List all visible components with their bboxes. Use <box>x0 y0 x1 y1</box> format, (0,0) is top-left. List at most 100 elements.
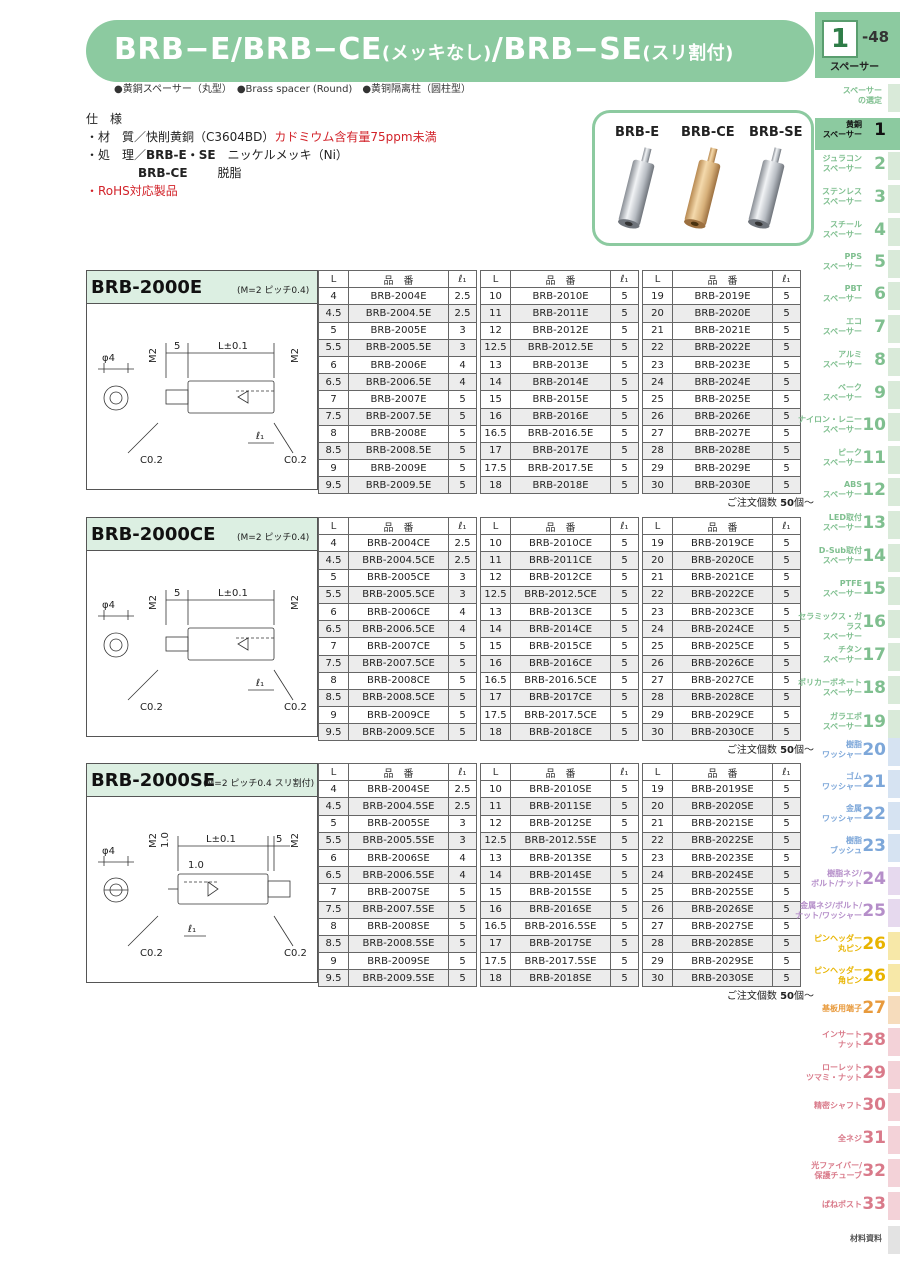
nav-item[interactable]: 基板用端子 27 <box>815 996 900 1028</box>
nav-item[interactable]: ジュラコンスペーサー 2 <box>815 152 900 184</box>
nav-item[interactable]: ベークスペーサー 9 <box>815 381 900 413</box>
nav-item[interactable]: ステンレススペーサー 3 <box>815 185 900 217</box>
section-drawing: φ4 M2 1.0 M2 5 L±0.1 1.0 C0.2 C0.2 ℓ₁ <box>86 796 318 983</box>
nav-item[interactable]: ゴムワッシャー 21 <box>815 770 900 802</box>
label-phi: φ4 <box>102 846 115 857</box>
col-gap <box>638 603 643 621</box>
col-gap <box>476 883 481 901</box>
cell-length: 9 <box>318 706 349 725</box>
nav-item[interactable]: 材料資料 <box>815 1226 900 1258</box>
nav-number: 18 <box>862 678 886 698</box>
nav-item[interactable]: 樹脂ネジ/ボルト/ナット 24 <box>811 867 900 899</box>
nav-item[interactable]: 金属ネジ/ボルト/ナット/ワッシャー 25 <box>795 899 900 931</box>
product-section: BRB-2000E (M=2 ピッチ0.4) φ4 M2 M2 5 L±0.1 … <box>86 269 814 510</box>
label-c02-right: C0.2 <box>284 948 307 959</box>
cell-length: 16.5 <box>480 917 511 936</box>
cell-part-number: BRB-2006.5SE <box>348 866 449 885</box>
cell-length: 17.5 <box>480 459 511 478</box>
nav-item[interactable]: スチールスペーサー 4 <box>815 218 900 250</box>
cell-length: 11 <box>480 797 511 816</box>
nav-item[interactable]: ナイロン・レニースペーサー 10 <box>798 413 900 445</box>
cell-part-number: BRB-2005CE <box>348 568 449 587</box>
cell-l1: 5 <box>448 883 477 902</box>
cell-l1: 5 <box>772 355 801 375</box>
cell-length: 6.5 <box>318 620 349 639</box>
nav-item[interactable]: 精密シャフト 30 <box>814 1093 900 1125</box>
nav-tab-marker <box>888 676 900 704</box>
nav-item[interactable]: ばねポスト 33 <box>815 1192 900 1224</box>
nav-item[interactable]: LED取付スペーサー 13 <box>815 511 900 543</box>
nav-item[interactable]: 樹脂ブッシュ 23 <box>815 834 900 866</box>
cell-length: 25 <box>642 637 673 656</box>
nav-item[interactable]: 光ファイバー/保護チューブ 32 <box>811 1159 900 1191</box>
nav-item[interactable]: ピークスペーサー 11 <box>815 446 900 478</box>
subtitle: ●黄銅スペーサー（丸型） ●Brass spacer (Round) ●黄铜隔离… <box>114 84 472 95</box>
nav-label: スペーサーの選定 <box>842 86 882 105</box>
cell-length: 24 <box>642 866 673 885</box>
nav-item[interactable]: ポリカーボネートスペーサー 18 <box>798 676 900 708</box>
cell-length: 8.5 <box>318 441 349 461</box>
nav-item[interactable]: エコスペーサー 7 <box>815 315 900 347</box>
nav-item[interactable]: ガラエポスペーサー 19 <box>815 710 900 742</box>
cell-part-number: BRB-2017.5E <box>510 459 611 478</box>
nav-item[interactable]: 黄銅スペーサー 1 <box>815 118 900 150</box>
spec-heading: 仕 様 <box>86 112 123 126</box>
order-quantity-note: ご注文個数 50個〜 <box>726 498 814 509</box>
cell-length: 23 <box>642 848 673 868</box>
nav-number: 2 <box>874 154 886 174</box>
label-l1: ℓ₁ <box>256 431 264 442</box>
cell-l1: 5 <box>448 459 477 478</box>
cell-length: 12.5 <box>480 338 511 357</box>
nav-number: 30 <box>862 1095 886 1115</box>
nav-item[interactable]: チタンスペーサー 17 <box>815 643 900 675</box>
cell-l1: 5 <box>772 620 801 639</box>
nav-item[interactable]: セラミックス・ガラススペーサー 16 <box>798 610 900 642</box>
nav-item[interactable]: 樹脂ワッシャー 20 <box>815 738 900 770</box>
nav-tab-marker <box>888 218 900 246</box>
cell-l1: 5 <box>772 723 801 742</box>
nav-item[interactable]: ローレットツマミ・ナット 29 <box>806 1061 900 1093</box>
col-gap <box>638 586 643 604</box>
col-gap <box>476 322 481 340</box>
cell-part-number: BRB-2016.5CE <box>510 671 611 690</box>
nav-item[interactable]: 全ネジ 31 <box>815 1126 900 1158</box>
label-one: 1.0 <box>188 860 204 871</box>
cell-length: 7.5 <box>318 407 349 426</box>
nav-item[interactable]: スペーサーの選定 <box>815 84 900 116</box>
cell-l1: 5 <box>772 534 801 553</box>
cell-part-number: BRB-2028E <box>672 441 773 461</box>
col-gap <box>476 763 481 781</box>
nav-item[interactable]: D-Sub取付スペーサー 14 <box>815 544 900 576</box>
nav-item[interactable]: 金属ワッシャー 22 <box>815 802 900 834</box>
section-header: BRB-2000CE (M=2 ピッチ0.4) <box>86 517 318 551</box>
col-gap <box>638 672 643 690</box>
cell-part-number: BRB-2024SE <box>672 866 773 885</box>
nav-tab-marker <box>888 610 900 638</box>
section-header: BRB-2000SE (M=2 ピッチ0.4 スリ割付) <box>86 763 318 797</box>
nav-item[interactable]: アルミスペーサー 8 <box>815 348 900 380</box>
label-c02-left: C0.2 <box>140 948 163 959</box>
cell-length: 20 <box>642 797 673 816</box>
cell-part-number: BRB-2025CE <box>672 637 773 656</box>
cell-l1: 5 <box>772 688 801 708</box>
cell-part-number: BRB-2007.5E <box>348 407 449 426</box>
nav-item[interactable]: インサートナット 28 <box>815 1028 900 1060</box>
nav-item[interactable]: ピンヘッダー角ピン 26 <box>814 964 900 996</box>
nav-label: ローレットツマミ・ナット <box>806 1063 862 1082</box>
col-header-l1: ℓ₁ <box>610 269 639 289</box>
nav-label: インサートナット <box>822 1030 862 1049</box>
cell-l1: 5 <box>772 917 801 936</box>
nav-item[interactable]: ピンヘッダー丸ピン 26 <box>814 932 900 964</box>
col-gap <box>638 689 643 707</box>
col-gap <box>638 322 643 340</box>
